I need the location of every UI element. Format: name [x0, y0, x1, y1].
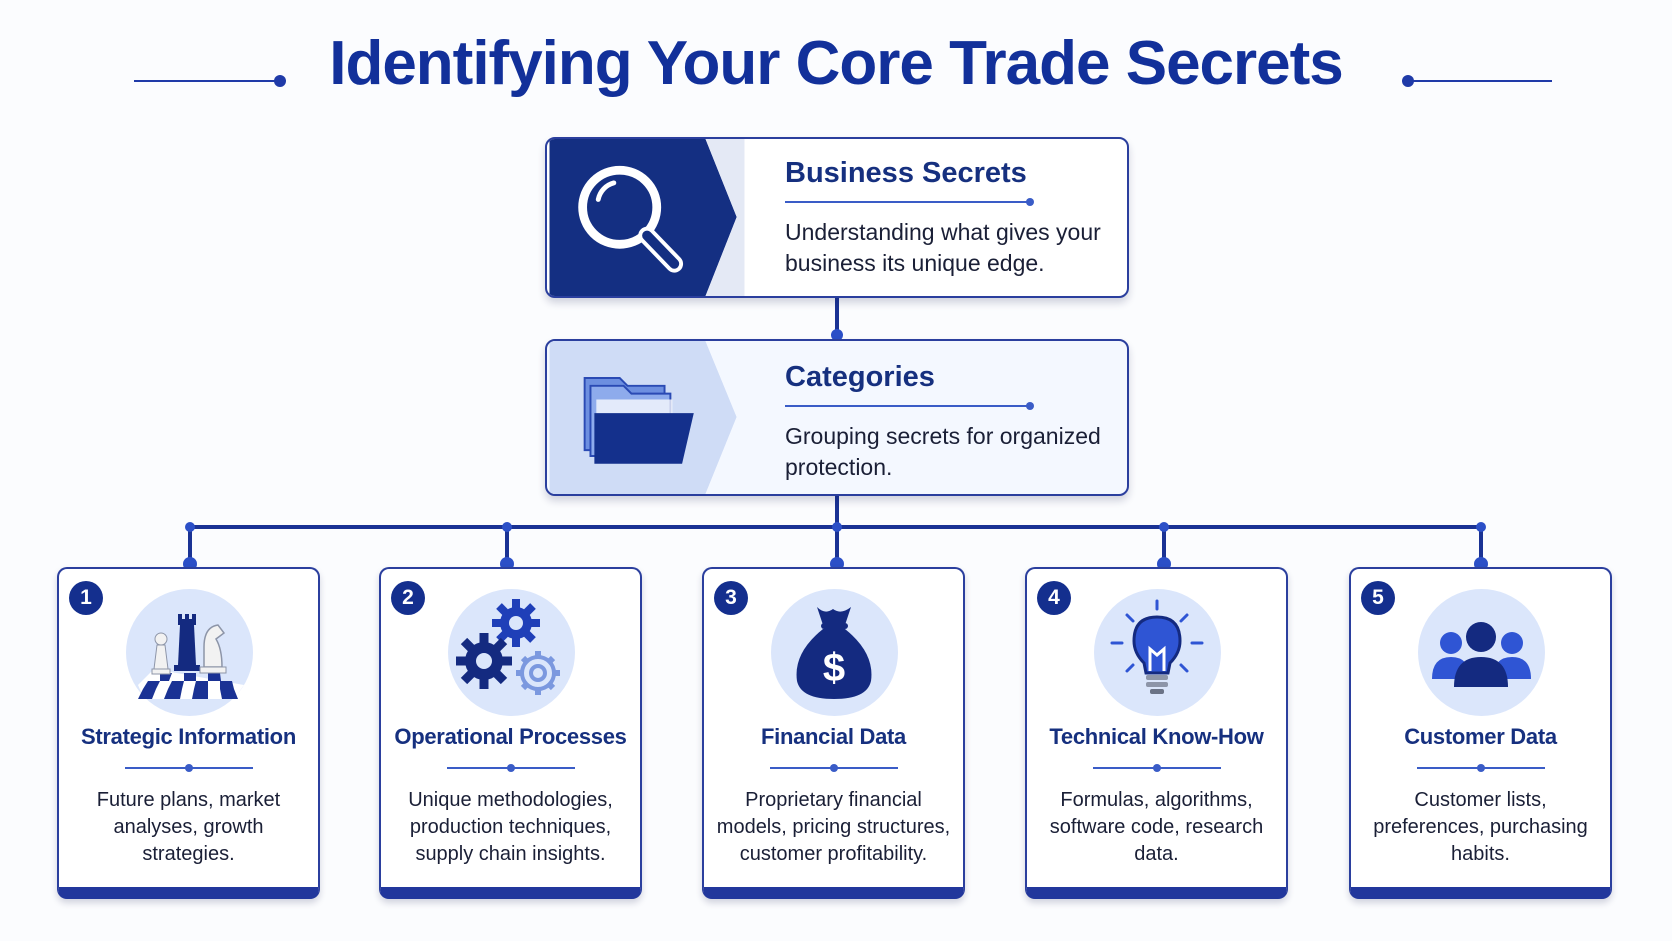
page-title: Identifying Your Core Trade Secrets	[329, 29, 1344, 98]
business-secrets-description: Understanding what gives your business i…	[785, 219, 1101, 276]
category-title: Financial Data	[761, 724, 906, 749]
categories-rule	[785, 402, 1034, 410]
categories-card: Categories Grouping secrets for organize…	[545, 339, 1129, 496]
category-card-financial: 3 $ Financial Data Proprietary financial…	[702, 567, 965, 899]
category-number: 2	[391, 581, 425, 615]
title-row: Identifying Your Core Trade Secrets	[0, 18, 1672, 108]
icon-circle	[1094, 589, 1221, 716]
category-number: 4	[1037, 581, 1071, 615]
category-card-technical: 4 Technical Know-How Formulas, algorithm…	[1025, 567, 1288, 899]
categories-title: Categories	[785, 361, 935, 393]
svg-text:$: $	[823, 646, 845, 690]
category-rule	[770, 764, 898, 772]
category-description: Formulas, algorithms, software code, res…	[1049, 789, 1264, 865]
business-secrets-rule	[785, 198, 1034, 206]
category-number: 1	[69, 581, 103, 615]
magnifying-glass-icon	[549, 139, 745, 296]
folder-icon	[549, 341, 745, 494]
category-description: Customer lists, preferences, purchasing …	[1373, 789, 1588, 865]
lightbulb-icon	[1110, 599, 1204, 694]
icon-circle: $	[771, 589, 898, 716]
category-card-strategic: 1	[57, 567, 320, 899]
icon-circle	[1418, 589, 1545, 716]
people-icon	[1432, 622, 1531, 687]
icon-circle	[448, 589, 575, 716]
category-number: 3	[714, 581, 748, 615]
icon-circle	[126, 589, 253, 716]
category-rule	[447, 764, 575, 772]
money-bag-icon: $	[796, 607, 872, 699]
title-left-line	[134, 80, 280, 82]
chess-icon	[138, 614, 244, 699]
category-rule	[1093, 764, 1221, 772]
gears-icon	[456, 599, 560, 695]
category-card-customer: 5 Customer Data Customer lists, preferen…	[1349, 567, 1612, 899]
category-number: 5	[1361, 581, 1395, 615]
category-title: Technical Know-How	[1049, 724, 1264, 749]
title-right-line	[1408, 80, 1552, 82]
title-left-dot	[274, 75, 286, 87]
category-rule	[125, 764, 253, 772]
categories-description: Grouping secrets for organized protectio…	[785, 423, 1101, 480]
category-description: Unique methodologies, production techniq…	[408, 789, 613, 865]
category-card-operational: 2	[379, 567, 642, 899]
category-description: Future plans, market analyses, growth st…	[96, 789, 281, 865]
business-secrets-card: Business Secrets Understanding what give…	[545, 137, 1129, 298]
business-secrets-title: Business Secrets	[785, 157, 1027, 189]
category-title: Strategic Information	[81, 724, 296, 749]
category-title: Operational Processes	[394, 724, 627, 749]
category-rule	[1417, 764, 1545, 772]
category-description: Proprietary financial models, pricing st…	[716, 789, 951, 865]
category-title: Customer Data	[1404, 724, 1557, 749]
